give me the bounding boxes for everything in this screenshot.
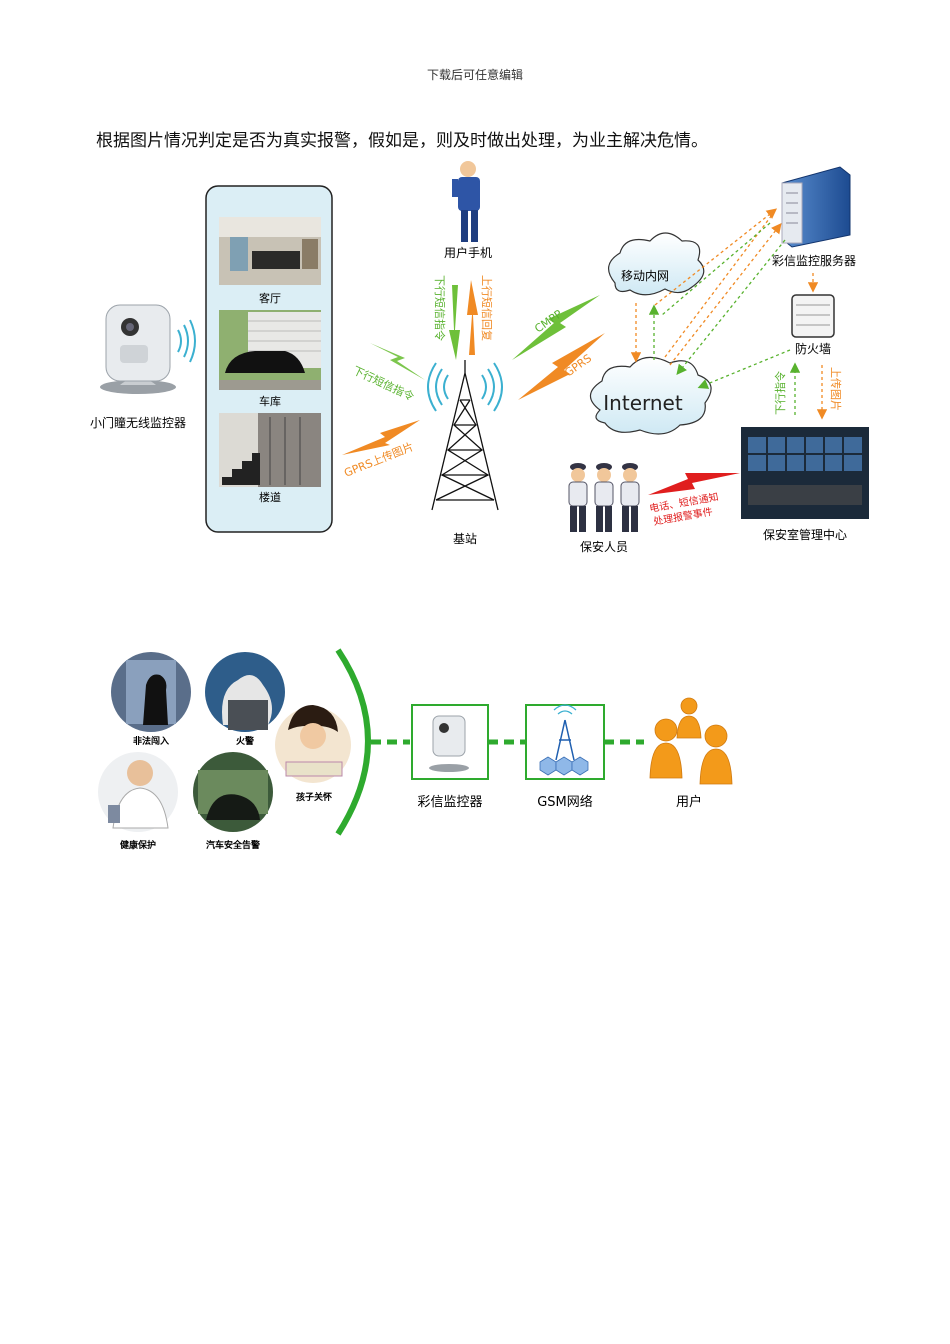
internet-cloud-icon: [589, 356, 712, 435]
gsm-network-node: [525, 704, 605, 780]
firewall-icon: [791, 294, 835, 338]
users-icon: [649, 697, 733, 785]
green-arc-divider: [335, 648, 371, 836]
room-image-living: [219, 217, 321, 285]
room-label-stairs: 楼道: [259, 490, 281, 504]
guards-label: 保安人员: [580, 539, 628, 554]
scenario-health-image: [98, 752, 178, 832]
base-station-tower-icon: [431, 360, 499, 511]
alarm-arrow-icon: [648, 473, 740, 495]
scenario-label-car: 汽车安全告警: [206, 839, 260, 851]
scenario-label-intrusion: 非法闯入: [133, 735, 169, 747]
mobile-network-cloud-icon: [608, 232, 705, 296]
room-image-garage: [219, 310, 321, 390]
room-label-living: 客厅: [259, 291, 281, 305]
mms-server-icon: [781, 166, 851, 248]
server-label: 彩信监控服务器: [772, 253, 856, 268]
mobile-network-label: 移动内网: [621, 269, 669, 283]
phone-user-icon: [452, 161, 480, 242]
node-label-users: 用户: [676, 794, 702, 810]
phone-user-label: 用户手机: [444, 245, 492, 260]
up-pic-label: 上传图片: [829, 367, 842, 411]
scenario-label-fire: 火警: [236, 735, 254, 747]
room-label-garage: 车库: [259, 394, 281, 408]
firewall-label: 防火墙: [795, 341, 831, 356]
security-guards-icon: [568, 463, 640, 532]
control-center-image: [741, 427, 869, 519]
tower-signal-icon: [427, 362, 503, 412]
cmpp-arrow-icon: [512, 295, 600, 360]
tower-label: 基站: [453, 532, 477, 546]
scenario-intrusion-image: [111, 652, 191, 732]
gprs-up-arrow-icon: [342, 420, 420, 455]
header-note: 下载后可任意编辑: [426, 68, 523, 82]
camera-signal-icon: [177, 319, 196, 363]
internet-label: Internet: [603, 391, 683, 415]
scenario-fire-image: [205, 652, 285, 732]
phone-down-arrow-icon: [449, 285, 460, 360]
down-sms-arrow-icon: [370, 343, 425, 380]
node-label-monitor: 彩信监控器: [417, 795, 482, 810]
phone-up-label: 上行短信回复: [480, 275, 494, 341]
control-center-label: 保安室管理中心: [763, 527, 847, 542]
network-diagram: 客厅 车库 楼道 小门瞳无线监控器 基站: [90, 161, 869, 554]
scenario-car-image: [193, 752, 273, 832]
node-label-gsm: GSM网络: [537, 794, 593, 810]
wireless-camera-icon: [100, 304, 176, 394]
room-image-stairs: [219, 413, 321, 487]
lead-paragraph: 根据图片情况判定是否为真实报警，假如是，则及时做出处理，为业主解决危情。: [96, 131, 708, 151]
phone-down-label: 下行短信指令: [433, 275, 447, 341]
down-cmd-label: 下行指令: [773, 371, 787, 415]
phone-up-arrow-icon: [467, 280, 478, 355]
scenario-child-image: [275, 705, 351, 783]
scenario-label-child: 孩子关怀: [296, 791, 332, 803]
scenario-label-health: 健康保护: [120, 839, 156, 851]
gprs-arrow-icon: [518, 333, 605, 400]
scenario-diagram: 非法闯入 火警 健康保护 汽车安全告警 孩子关怀 彩信监控器: [88, 630, 753, 855]
mms-monitor-node: [411, 704, 489, 780]
camera-label: 小门瞳无线监控器: [90, 415, 186, 430]
